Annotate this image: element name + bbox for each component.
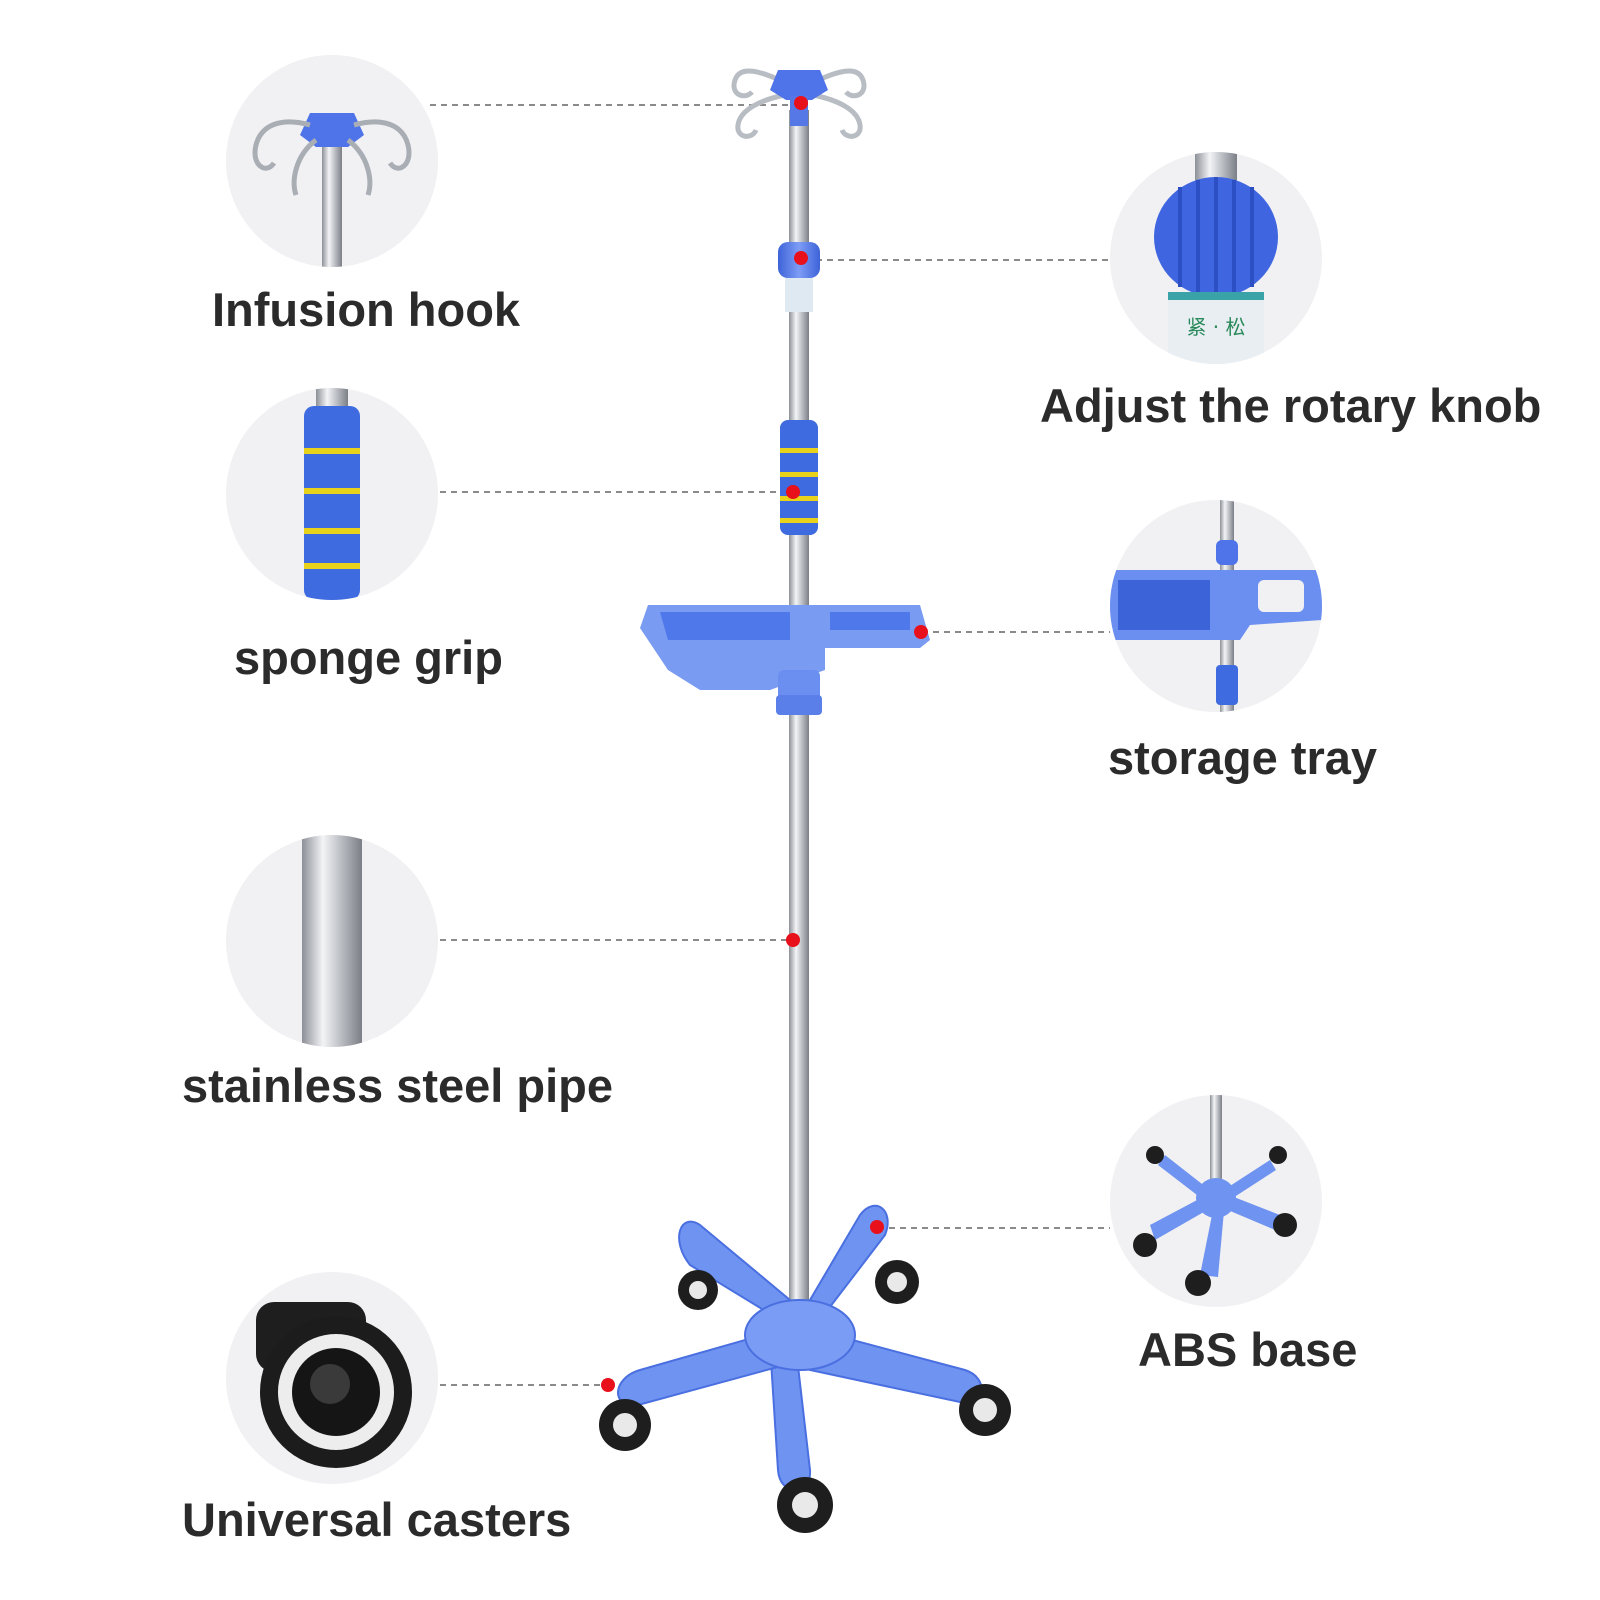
leader-lines: [430, 104, 1110, 1386]
steel-pipe-label: stainless steel pipe: [182, 1059, 614, 1112]
main-casters: [599, 1260, 1011, 1533]
casters-label: Universal casters: [182, 1493, 572, 1546]
infusion-hook-detail-image: [226, 55, 438, 267]
marker-grip: [786, 485, 800, 499]
marker-tray: [914, 625, 928, 639]
hook-assembly: [731, 68, 867, 139]
marker-pipe: [786, 933, 800, 947]
marker-casters: [601, 1378, 615, 1392]
marker-knob: [794, 251, 808, 265]
marker-hook: [794, 96, 808, 110]
rotary-knob-label: Adjust the rotary knob: [1040, 379, 1542, 432]
storage-tray-label: storage tray: [1108, 731, 1378, 784]
knob-label-text: 紧 · 松: [1186, 315, 1245, 339]
hook-hub: [770, 70, 828, 100]
sponge-grip: [780, 420, 818, 535]
storage-tray-shape: [640, 605, 930, 715]
marker-base: [870, 1220, 884, 1234]
casters-detail-image: [226, 1272, 438, 1484]
sponge-grip-detail-image: [226, 388, 438, 600]
abs-base-label: ABS base: [1138, 1323, 1358, 1376]
steel-pipe-detail-image: [226, 835, 438, 1047]
sponge-grip-label: sponge grip: [234, 631, 503, 684]
rotary-knob-detail-image: 紧 · 松: [1110, 152, 1322, 364]
abs-base-shape: [617, 1204, 983, 1491]
markers: [601, 96, 928, 1392]
infusion-hook-label: Infusion hook: [212, 283, 521, 336]
storage-tray-detail-image: [1110, 500, 1322, 712]
abs-base-detail-image: [1110, 1095, 1322, 1307]
